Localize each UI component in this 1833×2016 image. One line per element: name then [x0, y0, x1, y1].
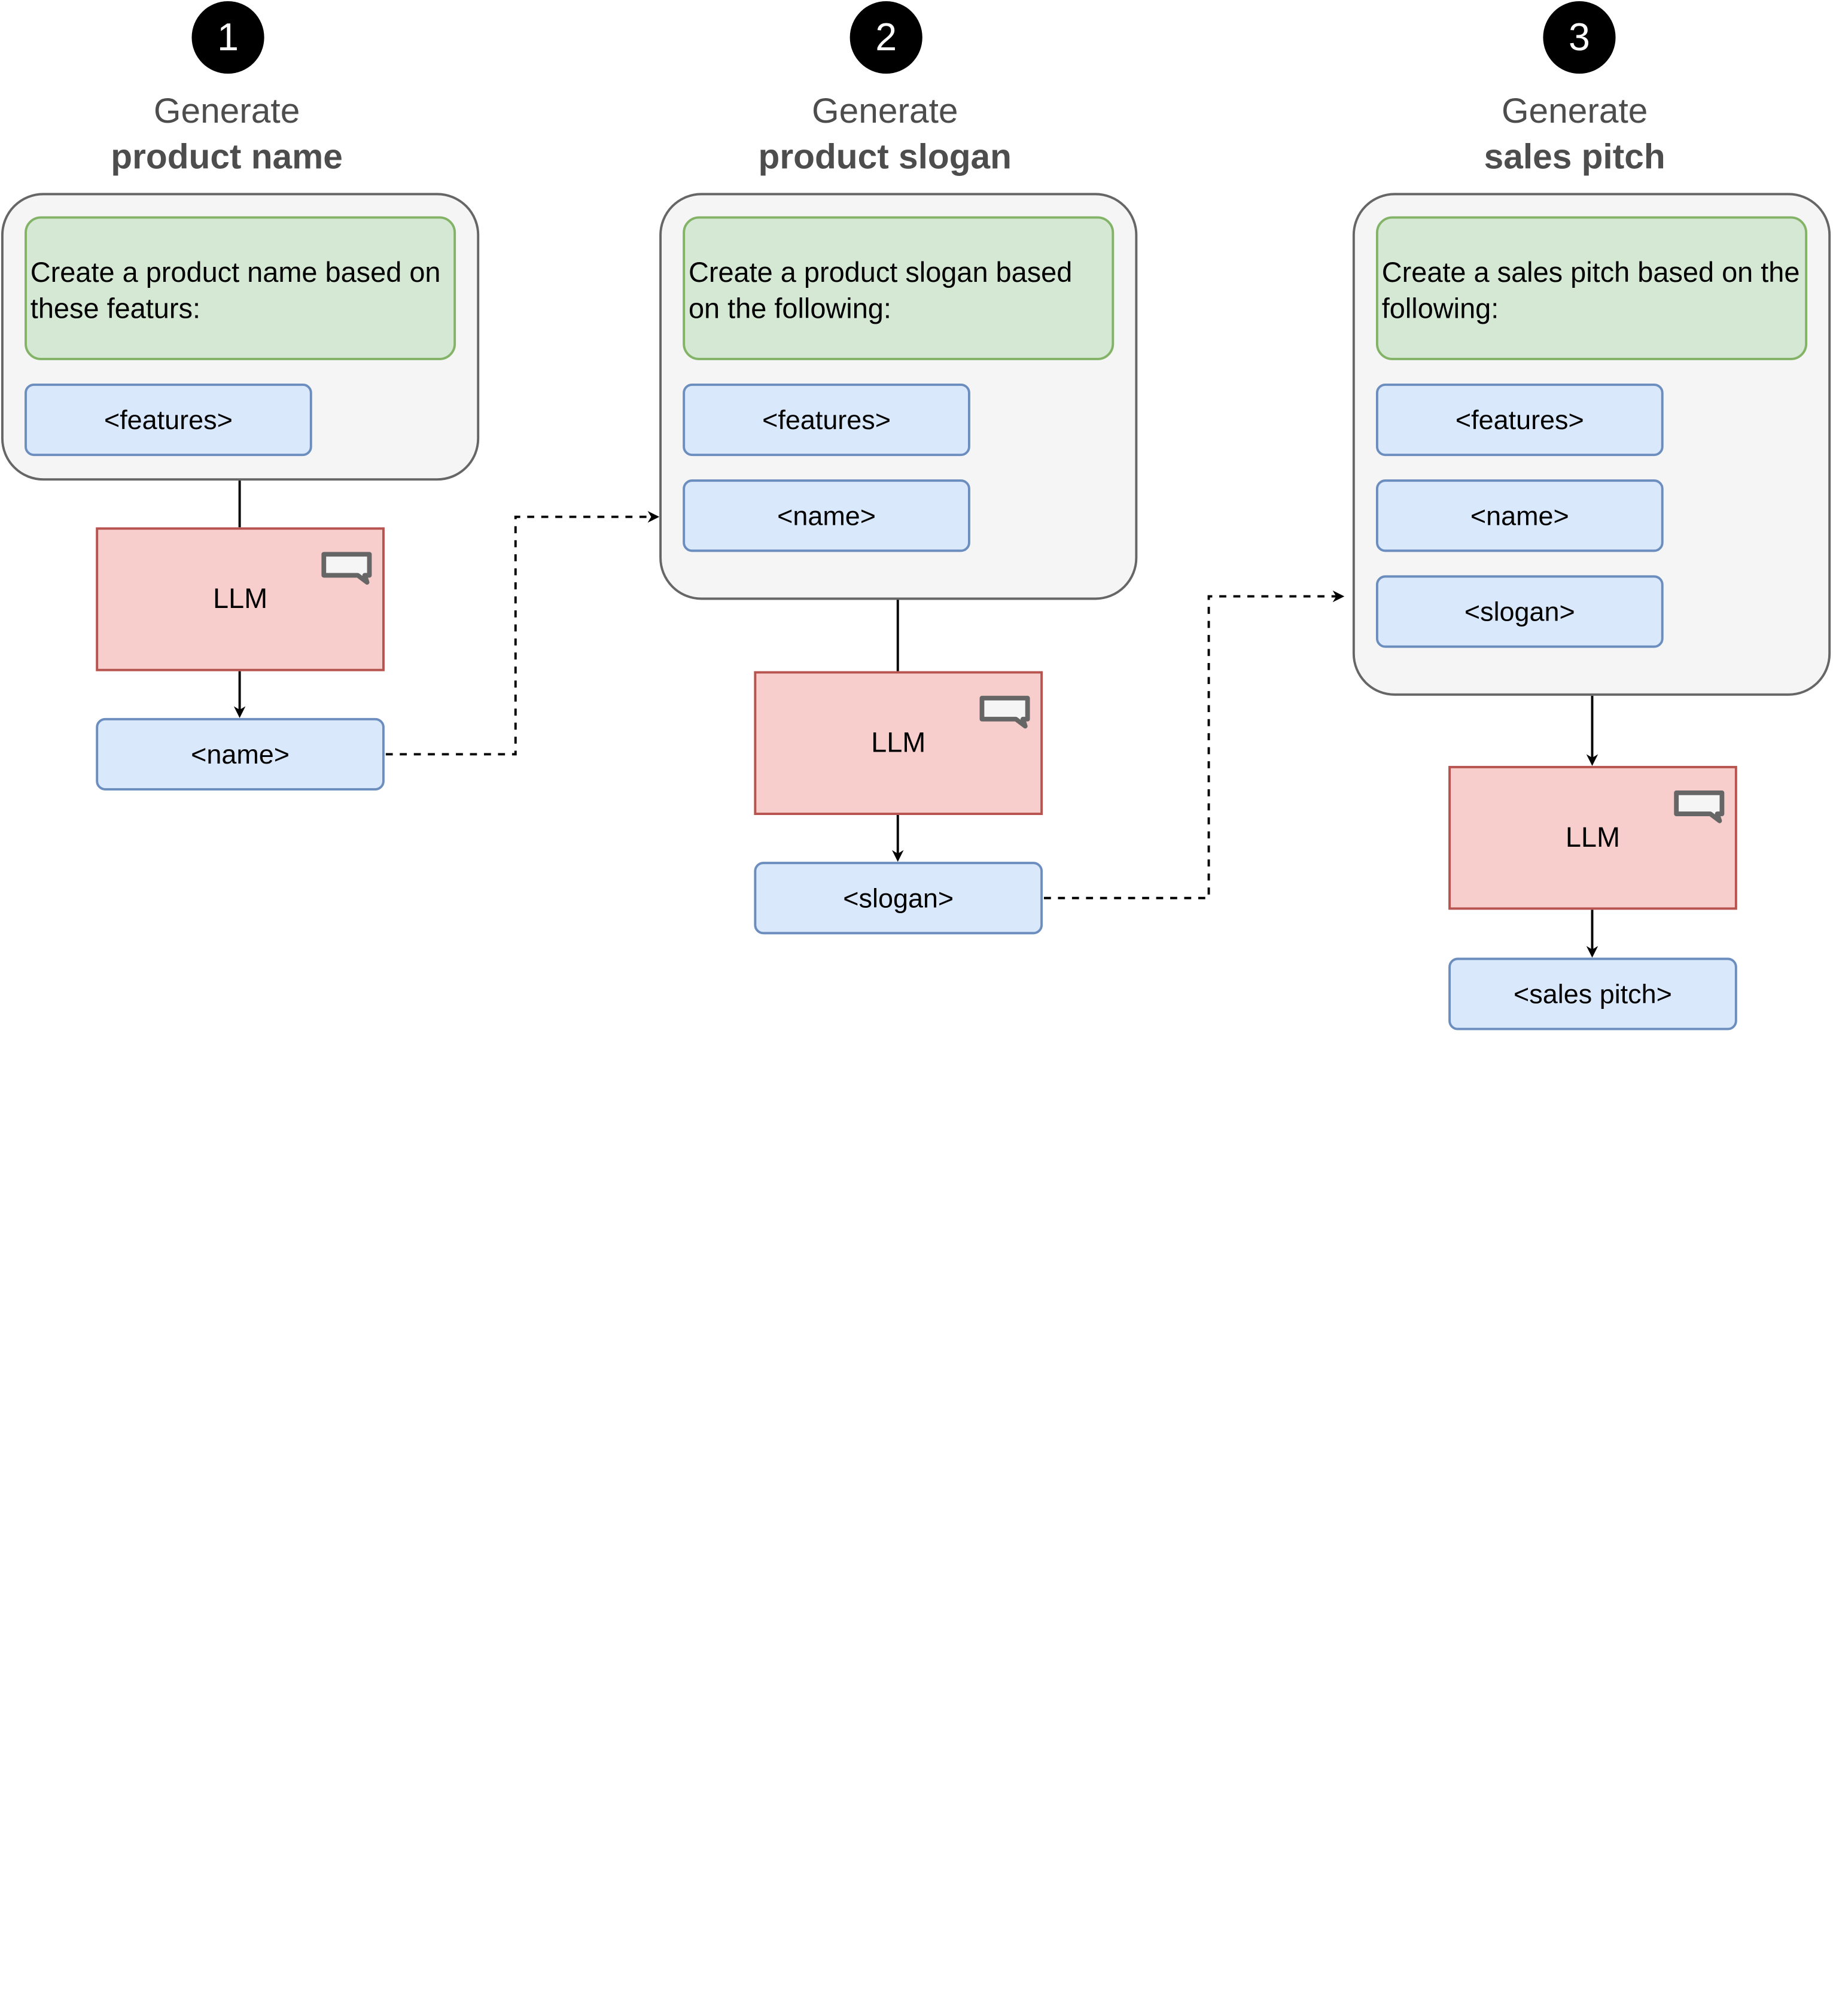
step-3-title-object: sales pitch — [1484, 138, 1665, 177]
step-1-input-features: <features> — [25, 383, 312, 457]
step-2-output-slogan: <slogan> — [754, 862, 1043, 935]
step-1-llm-block: LLM — [96, 527, 385, 671]
step-3-input-name: <name> — [1375, 479, 1664, 552]
chat-bubble-icon — [1674, 790, 1725, 823]
step-3-input-features: <features> — [1375, 383, 1664, 457]
step-2-title-object: product slogan — [758, 138, 1012, 177]
step-1-prompt-instruction: Create a product name based on these fea… — [25, 216, 456, 360]
step-2-llm-label: LLM — [871, 726, 926, 759]
step-3-prompt-instruction: Create a sales pitch based on the follow… — [1375, 216, 1808, 360]
connector-layer — [233, 481, 1598, 958]
step-2-number-badge: 2 — [849, 1, 922, 74]
step-2-prompt-instruction: Create a product slogan based on the fol… — [683, 216, 1115, 360]
step-3-title: Generate sales pitch — [1399, 89, 1750, 180]
dashed-arrow-slogan-to-panel3 — [1044, 590, 1345, 899]
step-1-output-name: <name> — [96, 717, 385, 790]
step-1-llm-label: LLM — [212, 583, 268, 615]
step-2-llm-block: LLM — [754, 671, 1043, 816]
dashed-arrow-name-to-panel2 — [385, 510, 660, 756]
step-1-title-verb: Generate — [153, 92, 300, 131]
step-2-input-name: <name> — [683, 479, 970, 552]
step-3-number-badge: 3 — [1543, 1, 1616, 74]
step-2-input-features: <features> — [683, 383, 970, 457]
step-1-number-badge: 1 — [191, 1, 264, 74]
step-3-title-verb: Generate — [1501, 92, 1648, 131]
chat-bubble-icon — [321, 552, 372, 585]
step-3-llm-label: LLM — [1565, 821, 1621, 853]
step-3-input-slogan: <slogan> — [1375, 575, 1664, 648]
chat-bubble-icon — [979, 695, 1030, 729]
step-2-title: Generate product slogan — [710, 89, 1060, 180]
step-2-title-verb: Generate — [812, 92, 958, 131]
step-1-title-object: product name — [111, 138, 343, 177]
step-3-output-sales-pitch: <sales pitch> — [1448, 957, 1737, 1030]
step-3-llm-block: LLM — [1448, 765, 1737, 910]
step-1-title: Generate product name — [51, 89, 402, 180]
